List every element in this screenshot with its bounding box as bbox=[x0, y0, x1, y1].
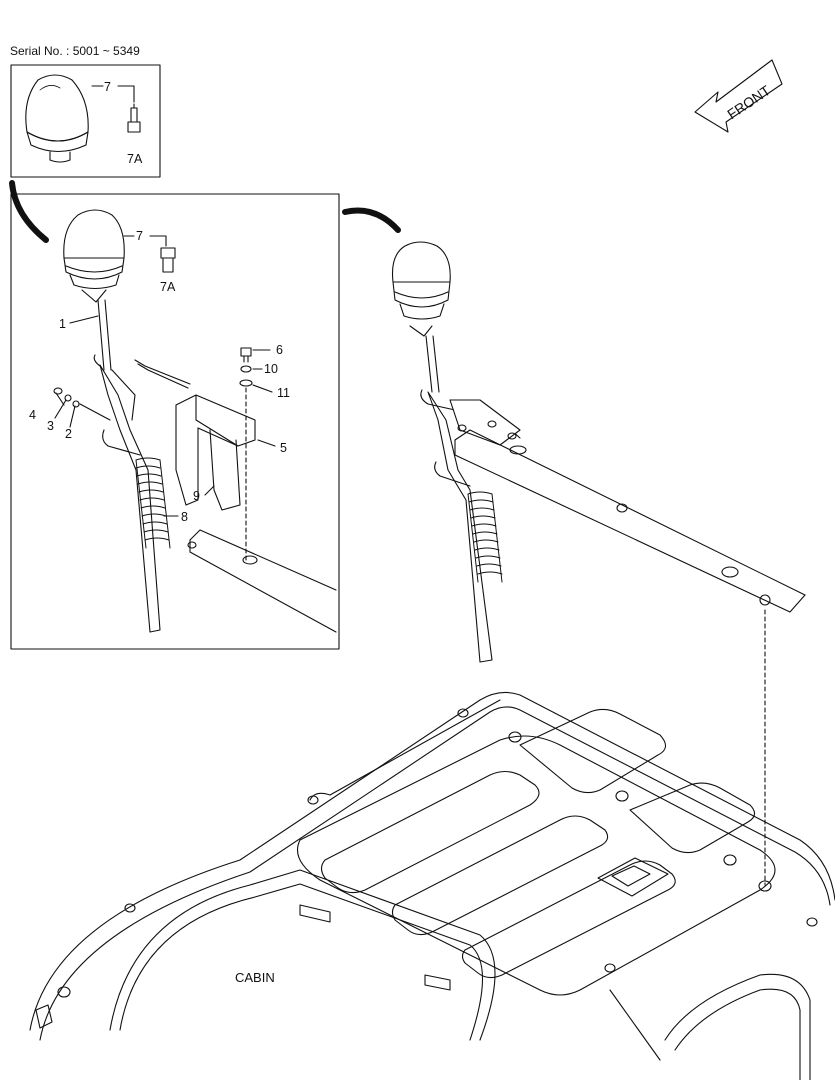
callout-8: 8 bbox=[181, 510, 188, 524]
small-hardware-detail bbox=[53, 387, 111, 421]
inset-bulb-icon bbox=[127, 103, 141, 133]
callout-6: 6 bbox=[276, 343, 283, 357]
callout-11: 11 bbox=[277, 386, 290, 400]
callout-1: 1 bbox=[59, 317, 66, 331]
cabin-label: CABIN bbox=[235, 970, 275, 985]
callout-7a-inset: 7A bbox=[127, 152, 143, 166]
bulb-icon-detail bbox=[160, 247, 176, 273]
callout-7-detail: 7 bbox=[136, 229, 143, 243]
pole-assembled bbox=[420, 335, 521, 663]
bolt-stack-detail bbox=[239, 347, 253, 561]
pole-detail bbox=[93, 299, 161, 633]
callout-4: 4 bbox=[29, 408, 36, 422]
cabin-roof bbox=[29, 691, 835, 1080]
rail-detail bbox=[187, 529, 337, 633]
detail-frame bbox=[10, 193, 340, 650]
inset-frame bbox=[10, 64, 161, 178]
callout-5: 5 bbox=[280, 441, 287, 455]
callout-7-inset: 7 bbox=[104, 80, 111, 94]
beacon-lamp-detail bbox=[63, 209, 125, 303]
bracket-detail bbox=[175, 394, 256, 511]
spring-detail bbox=[135, 457, 171, 549]
roof-rail-assembled bbox=[454, 429, 806, 886]
beacon-lamp-assembled bbox=[391, 241, 451, 337]
spring-assembled bbox=[467, 491, 503, 583]
inset-beacon-lamp bbox=[25, 74, 89, 163]
front-direction-arrow bbox=[694, 59, 783, 133]
callout-3: 3 bbox=[47, 419, 54, 433]
callout-7a-detail: 7A bbox=[160, 280, 176, 294]
callout-10: 10 bbox=[264, 362, 278, 376]
callout-2: 2 bbox=[65, 427, 72, 441]
serial-number-text: Serial No. : 5001 ~ 5349 bbox=[10, 44, 140, 58]
callout-9: 9 bbox=[193, 489, 200, 503]
bracket-assembled bbox=[449, 399, 521, 446]
